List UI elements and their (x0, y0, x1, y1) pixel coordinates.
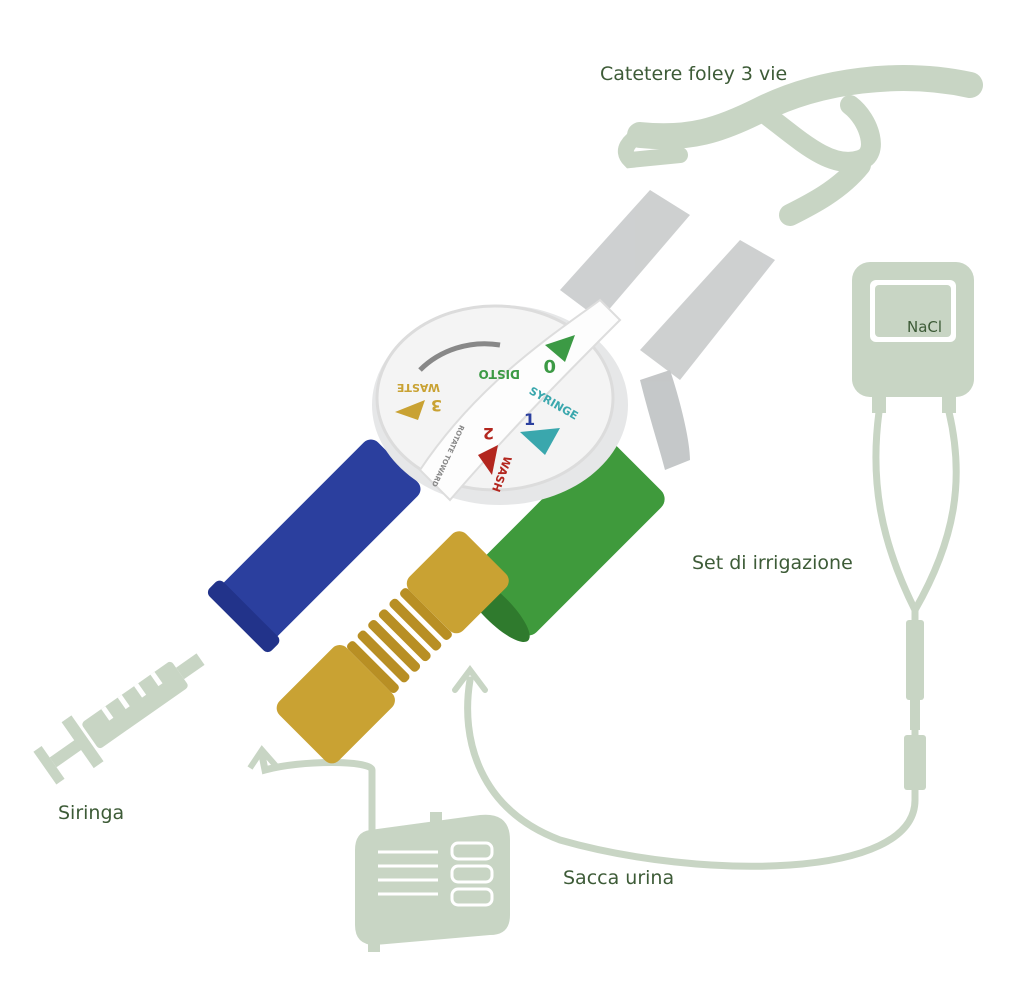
position-3-number: 3 (431, 396, 442, 415)
catheter-label: Catetere foley 3 vie (600, 63, 788, 85)
position-1-number: 1 (524, 410, 535, 429)
catheter-connector-icon (560, 190, 775, 470)
nacl-bag-icon (852, 262, 974, 413)
nacl-label: NaCl (907, 318, 943, 336)
rotate-arrow-icon (418, 341, 501, 372)
position-2-number: 2 (483, 424, 494, 443)
urine-bag-label: Sacca urina (563, 867, 675, 889)
valve-handle[interactable] (418, 298, 622, 502)
position-3-label: WASTE (397, 381, 440, 394)
valve-dial[interactable]: 0 DISTO SYRINGE 1 2 WASH 3 WASTE ROTATE … (372, 298, 628, 505)
position-0-marker-icon (545, 335, 575, 362)
irrigation-set-label: Set di irrigazione (692, 552, 853, 574)
urine-bag-icon (247, 745, 510, 952)
syringe-label: Siringa (58, 802, 125, 824)
position-2-marker-icon (478, 445, 498, 475)
foley-catheter-icon (617, 65, 983, 226)
position-3-marker-icon (395, 400, 425, 420)
drip-chamber-icon (904, 620, 926, 790)
blue-port-icon (207, 439, 421, 653)
position-0-number: 0 (543, 355, 556, 376)
syringe-icon (33, 653, 205, 785)
position-0-label: DISTO (479, 367, 520, 381)
yellow-port-icon (276, 531, 509, 764)
irrigation-tubing-icon (452, 408, 960, 870)
position-1-marker-icon (520, 428, 560, 455)
